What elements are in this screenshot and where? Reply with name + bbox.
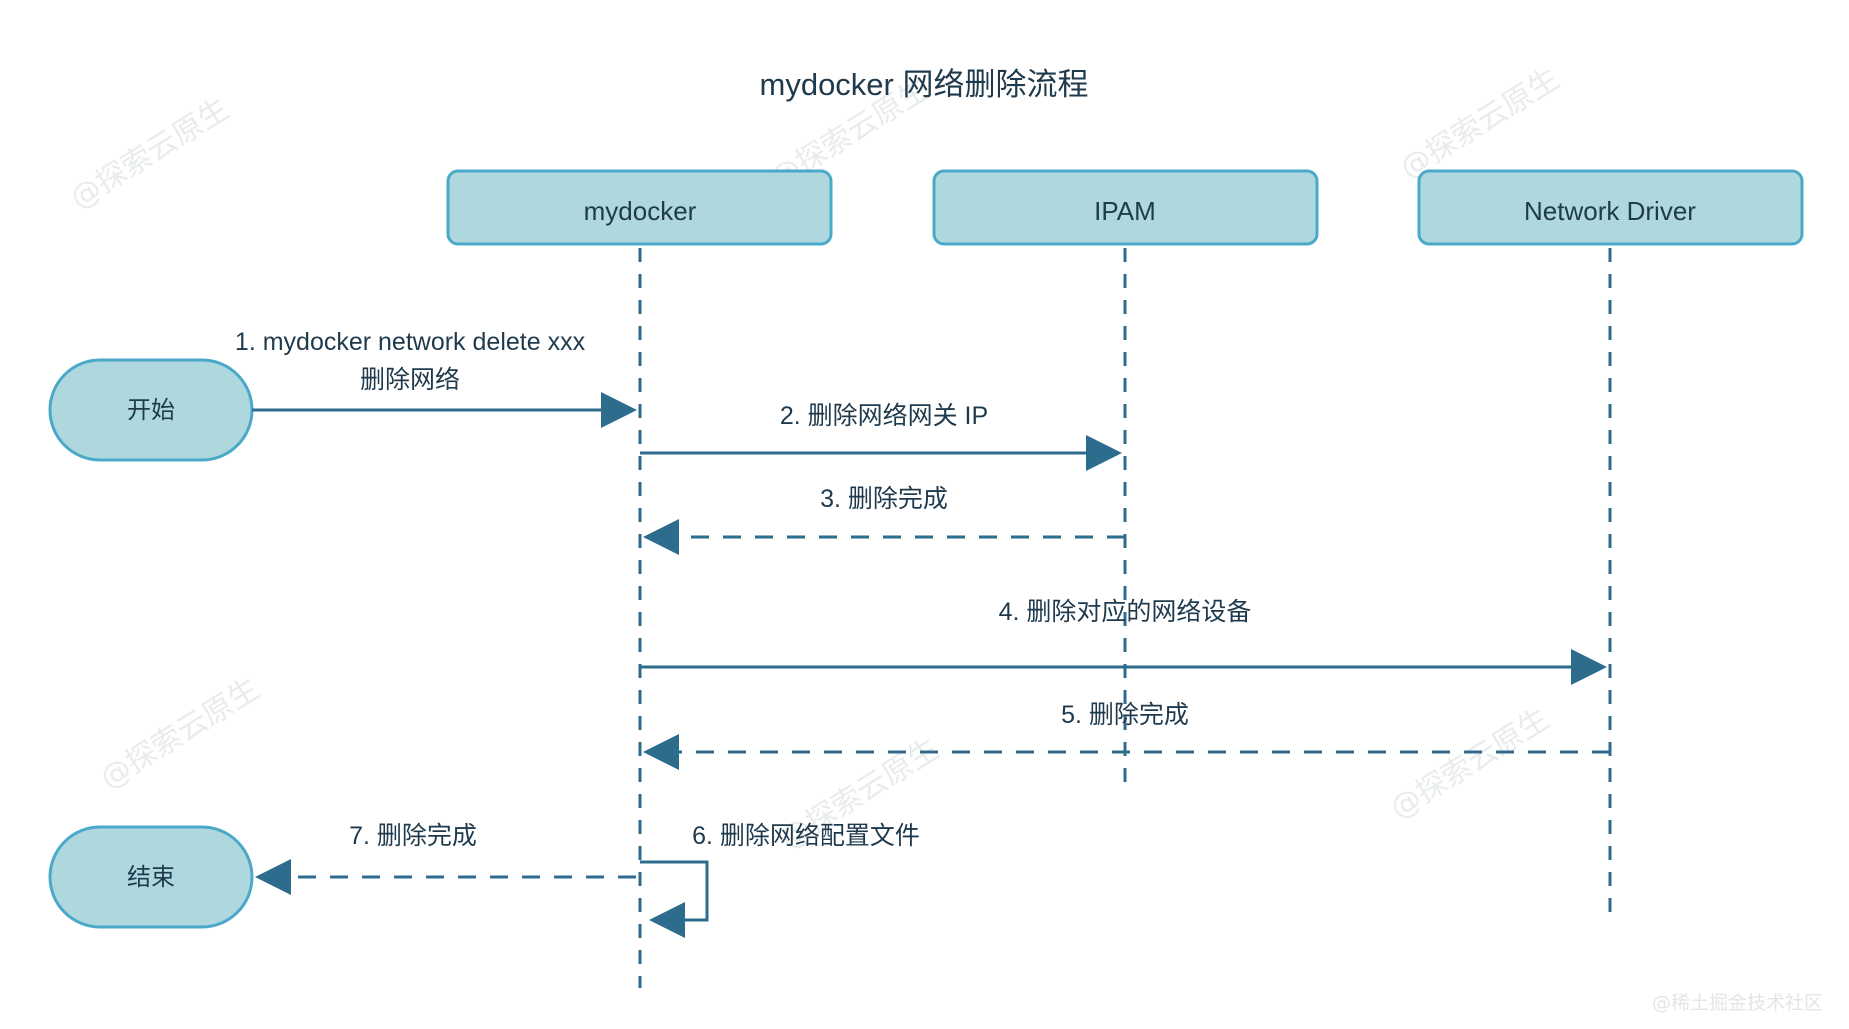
message-label-5: 5. 删除完成 bbox=[1061, 701, 1189, 729]
message-label-6: 6. 删除网络配置文件 bbox=[692, 822, 920, 850]
message-1[interactable]: 1. mydocker network delete xxx 删除网络 bbox=[235, 328, 637, 428]
message-label-1-line2: 删除网络 bbox=[360, 366, 460, 394]
message-label-4: 4. 删除对应的网络设备 bbox=[999, 598, 1252, 626]
message-3[interactable]: 3. 删除完成 bbox=[643, 485, 1125, 555]
terminal-label-end: 结束 bbox=[127, 864, 175, 891]
message-arrow-6 bbox=[640, 860, 709, 938]
terminal-end[interactable]: 结束 bbox=[48, 825, 254, 929]
participant-box-ipam[interactable] bbox=[932, 169, 1319, 246]
terminal-box-end[interactable] bbox=[48, 825, 254, 929]
message-5[interactable]: 5. 删除完成 bbox=[643, 701, 1610, 770]
terminal-label-start: 开始 bbox=[127, 397, 175, 424]
participant-box-mydocker[interactable] bbox=[446, 169, 833, 246]
participant-box-netdriver[interactable] bbox=[1417, 169, 1804, 246]
message-2[interactable]: 2. 删除网络网关 IP bbox=[640, 402, 1122, 471]
message-label-7: 7. 删除完成 bbox=[349, 822, 477, 850]
message-label-3: 3. 删除完成 bbox=[820, 485, 948, 513]
participant-netdriver[interactable]: Network Driver bbox=[1417, 169, 1804, 246]
participant-label-netdriver: Network Driver bbox=[1524, 196, 1696, 226]
message-4[interactable]: 4. 删除对应的网络设备 bbox=[640, 598, 1607, 685]
participant-ipam[interactable]: IPAM bbox=[932, 169, 1319, 246]
diagram-title: mydocker 网络删除流程 bbox=[760, 67, 1089, 102]
message-7[interactable]: 7. 删除完成 bbox=[255, 822, 636, 895]
participant-label-ipam: IPAM bbox=[1094, 196, 1156, 226]
participant-label-mydocker: mydocker bbox=[584, 196, 697, 226]
terminal-start[interactable]: 开始 bbox=[48, 358, 254, 462]
message-label-1-line1: 1. mydocker network delete xxx bbox=[235, 328, 586, 356]
participant-mydocker[interactable]: mydocker bbox=[446, 169, 833, 246]
message-label-2: 2. 删除网络网关 IP bbox=[780, 402, 988, 430]
message-6[interactable]: 6. 删除网络配置文件 bbox=[640, 822, 920, 938]
